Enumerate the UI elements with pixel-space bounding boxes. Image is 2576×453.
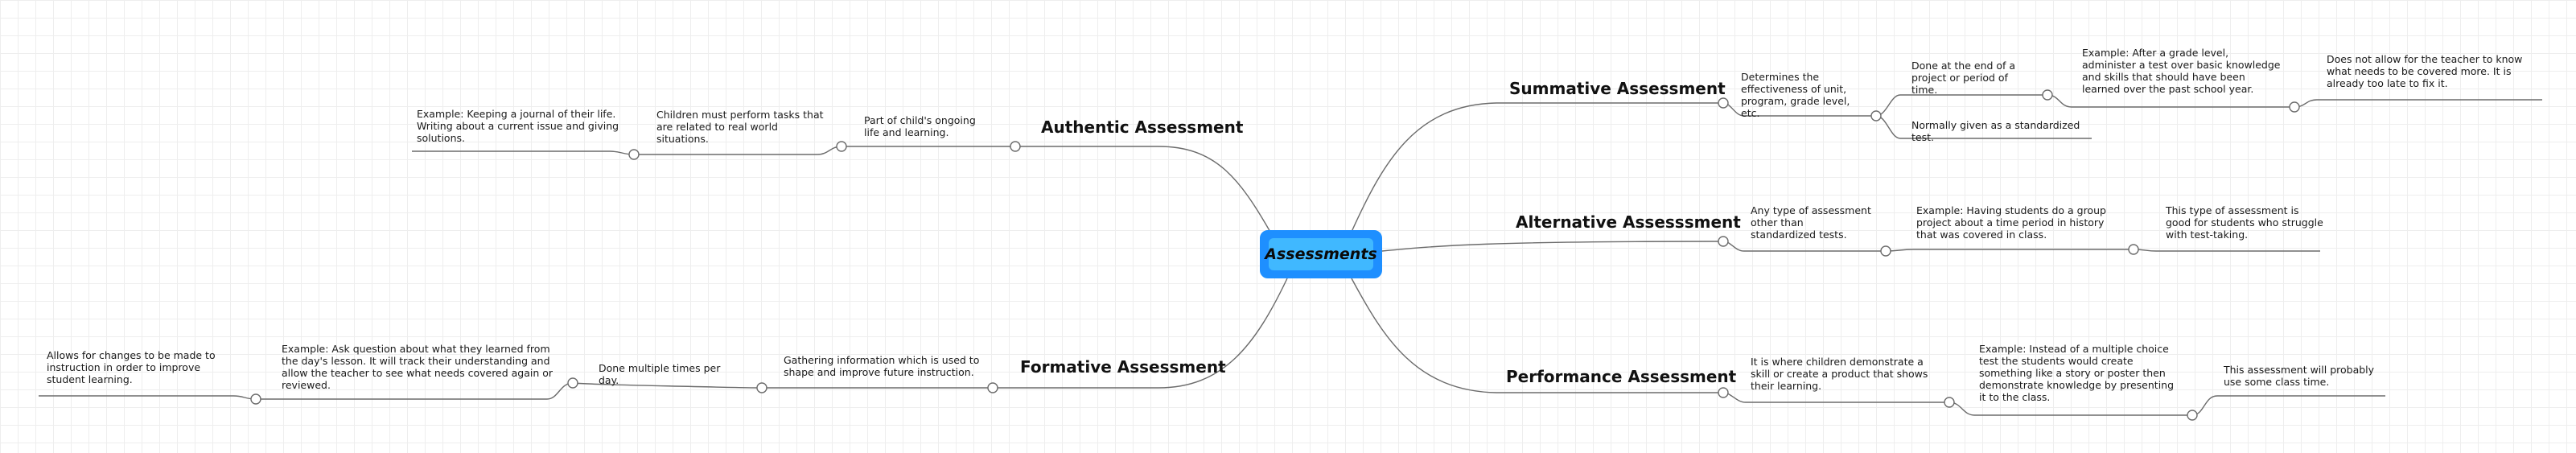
junction <box>1718 97 1729 109</box>
edge-performance <box>1351 278 1723 393</box>
summative-note-3: Normally given as a standardized test. <box>1911 119 2080 143</box>
edge-alternative <box>1381 241 1724 252</box>
branch-authentic-title[interactable]: Authentic Assessment <box>1041 117 1244 137</box>
performance-note-1: It is where children demonstrate a skill… <box>1751 356 1928 392</box>
authentic-note-1: Part of child's ongoing life and learnin… <box>864 114 976 138</box>
alternative-note-2: Example: Having students do a group proj… <box>1916 204 2106 241</box>
alternative-note-1: Any type of assessment other than standa… <box>1751 204 1871 241</box>
edge-formative <box>993 278 1288 389</box>
performance-note-2: Example: Instead of a multiple choice te… <box>1979 343 2175 403</box>
edge-summative <box>1351 102 1723 233</box>
formative-note-3: Example: Ask question about what they le… <box>282 343 553 391</box>
performance-note-3: This assessment will probably use some c… <box>2224 364 2375 388</box>
summative-note-5: Does not allow for the teacher to know w… <box>2327 53 2523 89</box>
summative-note-2: Done at the end of a project or period o… <box>1911 60 2016 96</box>
central-node[interactable]: Assessments <box>1260 230 1382 278</box>
summative-note-4: Example: After a grade level, administer… <box>2082 47 2281 95</box>
formative-note-1: Gathering information which is used to s… <box>784 354 980 378</box>
edge-authentic <box>1015 146 1272 234</box>
central-node-label: Assessments <box>1265 238 1377 270</box>
formative-note-2: Done multiple times per day. <box>599 362 721 386</box>
authentic-note-2: Children must perform tasks that are rel… <box>656 109 824 145</box>
branch-performance-title[interactable]: Performance Assessment <box>1506 367 1737 386</box>
summative-note-1: Determines the effectiveness of unit, pr… <box>1741 71 1850 119</box>
formative-note-4: Allows for changes to be made to instruc… <box>47 349 216 385</box>
branch-formative-title[interactable]: Formative Assessment <box>1020 357 1226 377</box>
authentic-note-3: Example: Keeping a journal of their life… <box>417 108 619 144</box>
alternative-note-3: This type of assessment is good for stud… <box>2166 204 2323 241</box>
branch-alternative-title[interactable]: Alternative Assesssment <box>1516 212 1741 232</box>
branch-summative-title[interactable]: Summative Assessment <box>1509 79 1726 98</box>
